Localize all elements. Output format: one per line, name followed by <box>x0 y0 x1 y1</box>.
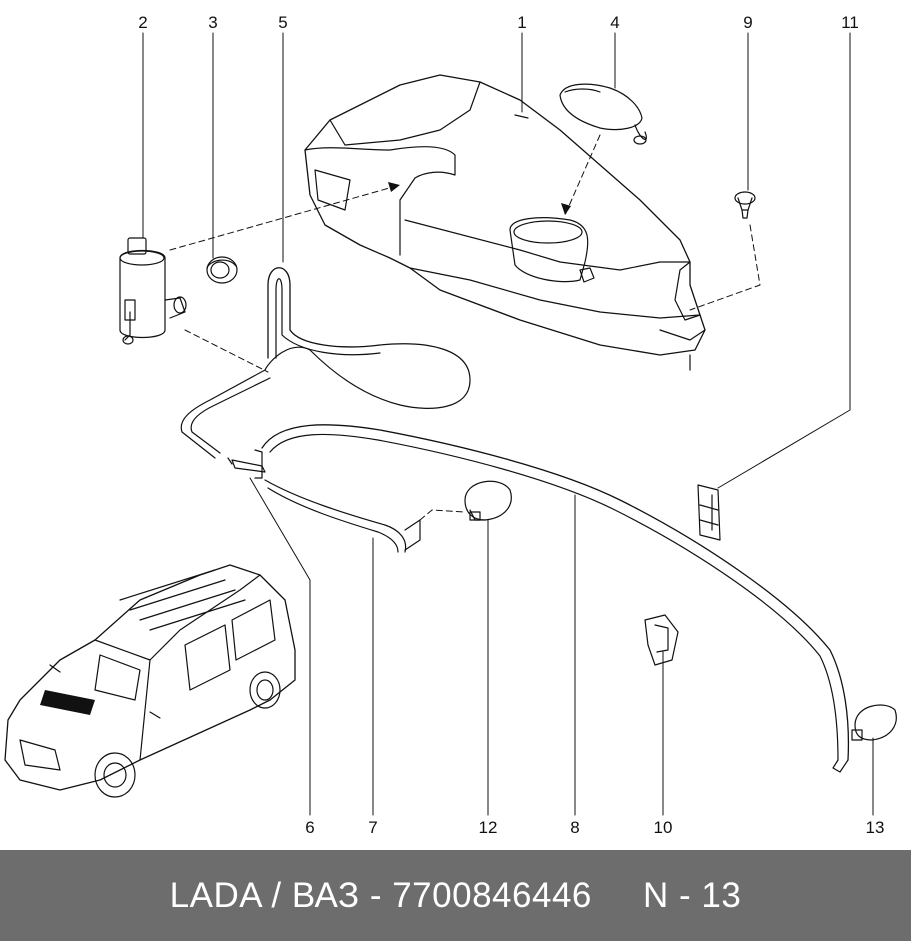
callout-2: 2 <box>138 13 147 32</box>
filler-cap <box>559 83 647 145</box>
t-connector <box>227 449 266 479</box>
callout-3: 3 <box>208 13 217 32</box>
assembly-dashed-lines <box>169 134 761 521</box>
callout-13: 13 <box>866 818 885 837</box>
callout-6: 6 <box>305 818 314 837</box>
leader-lines <box>142 32 874 816</box>
washer-pump <box>119 237 187 345</box>
pump-grommet <box>206 256 238 284</box>
footer-bar: LADA / ВАЗ - 7700846446 N - 13 <box>0 850 911 941</box>
hose-clip <box>644 614 679 666</box>
footer-part-number: LADA / ВАЗ - 7700846446 N - 13 <box>169 875 742 915</box>
callout-7: 7 <box>368 818 377 837</box>
callout-1: 1 <box>517 13 526 32</box>
hose-part-8 <box>261 424 850 773</box>
hose-bracket <box>697 484 721 541</box>
callout-11: 11 <box>841 13 859 32</box>
callout-10: 10 <box>654 818 673 837</box>
hose-part-5 <box>180 267 471 459</box>
callout-8: 8 <box>570 818 579 837</box>
rear-washer-nozzle <box>851 704 897 741</box>
front-washer-nozzle <box>464 480 512 521</box>
callout-4: 4 <box>610 13 619 32</box>
parts-diagram: 1 2 3 4 5 6 7 8 9 10 11 12 13 <box>4 13 897 837</box>
mounting-screw <box>734 191 756 219</box>
washer-reservoir <box>304 74 706 371</box>
callout-5: 5 <box>278 13 287 32</box>
callout-12: 12 <box>479 818 498 837</box>
vehicle-illustration <box>4 564 296 798</box>
callout-9: 9 <box>743 13 752 32</box>
hose-part-7 <box>264 479 421 553</box>
